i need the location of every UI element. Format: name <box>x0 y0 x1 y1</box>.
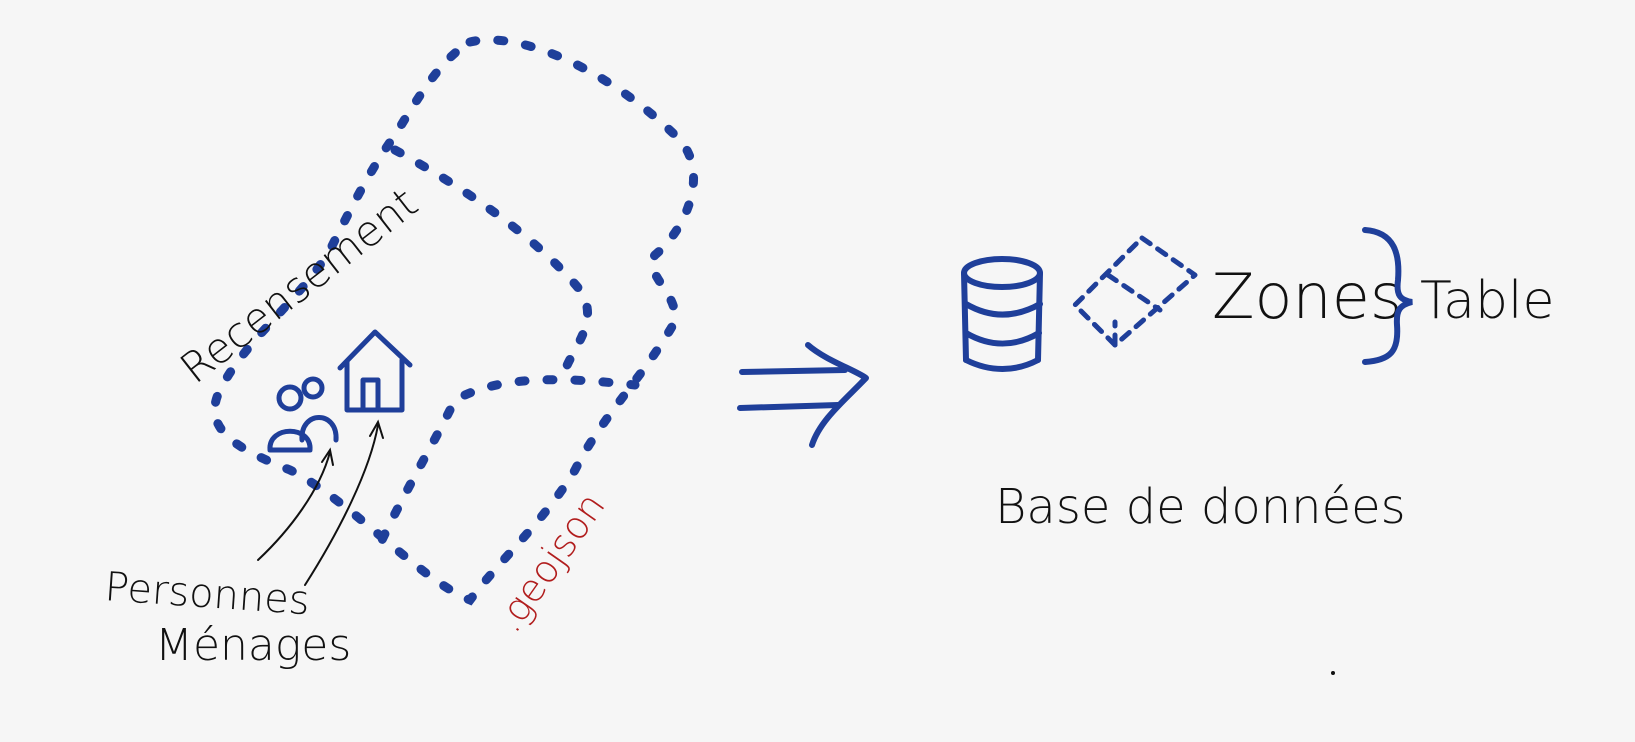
database-icon <box>961 256 1043 372</box>
zones-label: Zones <box>1212 260 1402 333</box>
households-label: Ménages <box>155 620 351 671</box>
census-zones-map <box>210 35 699 606</box>
database-label: Base de données <box>995 479 1406 535</box>
people-icon <box>267 376 339 453</box>
zone-divider-upper <box>390 145 592 375</box>
arrow-right-icon <box>737 342 869 448</box>
zone-divider-lower <box>460 375 640 400</box>
zone-divider-vertical <box>370 405 455 560</box>
census-label: Recensement <box>171 178 427 393</box>
arrow-to-house <box>304 424 379 586</box>
curly-brace-icon <box>1362 227 1413 365</box>
stray-dot <box>1331 671 1335 675</box>
pointer-arrows <box>257 419 384 586</box>
zone-outer-boundary <box>210 35 699 606</box>
table-label: Table <box>1420 271 1554 331</box>
zone-layer-icon <box>1072 235 1198 348</box>
persons-label: Personnes <box>103 564 311 624</box>
arrow-to-people <box>257 451 331 561</box>
house-icon <box>337 329 413 413</box>
